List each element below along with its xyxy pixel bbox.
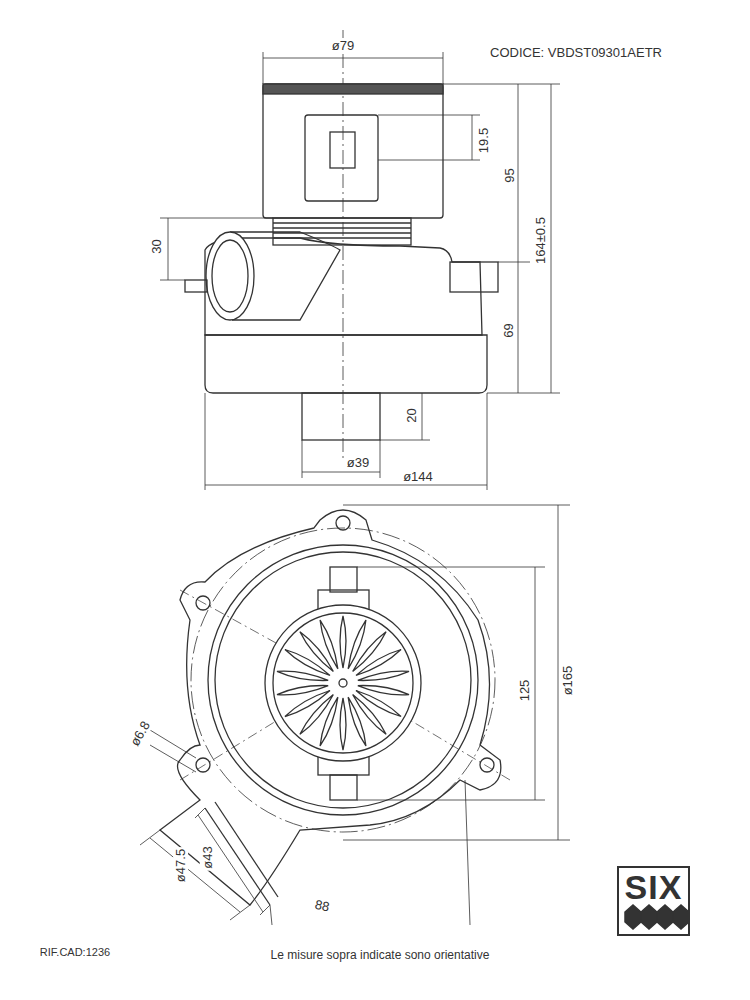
- dimension-label: ø47.5: [174, 846, 189, 883]
- dimension-label: ø43: [200, 844, 215, 870]
- outlet-edge: [215, 802, 278, 897]
- dimension-label: 125: [517, 677, 532, 703]
- dimension-label: 164±0.5: [533, 215, 548, 266]
- logo-box: SIX: [617, 866, 690, 936]
- mount-circle: [191, 528, 495, 832]
- fan-cover: [205, 335, 487, 393]
- motor-cap: [263, 84, 443, 218]
- dimension-label: 69: [501, 321, 516, 339]
- housing-outline: [160, 510, 501, 905]
- inlet-spout: [302, 393, 380, 440]
- logo-text: SIX: [619, 870, 688, 904]
- dimension-label: 88: [311, 896, 332, 915]
- dimension-label: ø79: [330, 38, 356, 53]
- impeller-blade: [345, 619, 368, 670]
- dimension-label: ø144: [401, 469, 435, 484]
- impeller-blade: [357, 668, 409, 683]
- shaft: [339, 679, 347, 687]
- impeller-blade: [298, 630, 336, 674]
- dimension-lines: [140, 505, 570, 925]
- dimension-label: ø6.8: [126, 716, 154, 749]
- outlet-edge: [205, 808, 270, 905]
- dimension-label: RIF.CAD:1236: [38, 945, 112, 960]
- housing-inner-ring: [215, 552, 471, 808]
- impeller-blade: [283, 647, 331, 678]
- impeller-blade: [350, 630, 388, 674]
- impeller-blade: [350, 693, 388, 737]
- dimension-label: 19.5: [477, 125, 492, 154]
- impeller-blade: [317, 696, 340, 747]
- mount-hole: [480, 758, 494, 772]
- impeller-blade: [276, 668, 328, 683]
- housing-ring: [208, 545, 478, 815]
- dimension-label: 30: [149, 237, 164, 255]
- impeller-blade: [354, 688, 402, 719]
- outlet-mouth: [206, 232, 254, 320]
- impeller-blade: [276, 683, 328, 698]
- impeller-blade: [345, 696, 368, 747]
- impeller-blade: [357, 683, 409, 698]
- brush-slot: [330, 132, 355, 168]
- impeller-blade: [340, 616, 346, 668]
- dimension-label: CODICE: VBDST09301AETR: [488, 45, 664, 60]
- caption: Le misure sopra indicate sono orientativ…: [269, 948, 492, 963]
- impeller-blade: [317, 619, 340, 670]
- impeller-blade: [340, 698, 346, 750]
- dimension-label: 20: [404, 406, 419, 424]
- brush-window: [305, 115, 378, 201]
- outlet-bore: [212, 240, 248, 312]
- impeller-ring: [273, 613, 413, 753]
- brush-holder: [330, 775, 357, 800]
- cap-band: [263, 84, 443, 94]
- impeller-blade: [298, 693, 336, 737]
- flange-right: [450, 262, 498, 292]
- logo-mark: [625, 905, 689, 929]
- mount-hole: [196, 758, 210, 772]
- brush-holder: [330, 567, 357, 592]
- dimension-lines: [160, 52, 560, 490]
- impeller: [265, 605, 421, 761]
- impeller-blades: [276, 616, 409, 750]
- dimension-label: 95: [502, 166, 517, 184]
- mount-hole: [336, 516, 350, 530]
- dimension-label: ø39: [345, 455, 371, 470]
- dimension-label: ø165: [560, 663, 575, 697]
- flange-left: [185, 280, 207, 292]
